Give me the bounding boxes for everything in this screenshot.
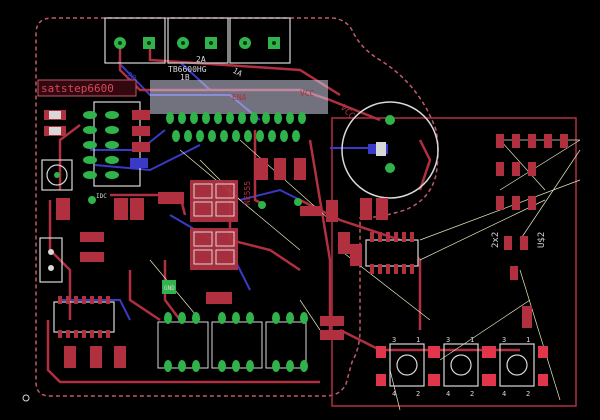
mounting-mark: [22, 394, 30, 402]
smd-resistors-left: [44, 110, 150, 168]
dimension-frame: [331, 117, 577, 407]
pin-label-1a: 1A: [231, 66, 244, 79]
slide-switch: [39, 237, 63, 283]
driver-part-value: TB6600HG: [168, 65, 207, 74]
b2-pin-2: 2: [470, 390, 474, 398]
dip-ic-left: [53, 296, 115, 338]
b3-pin-2: 2: [526, 390, 530, 398]
board-outline: [35, 17, 439, 397]
power-mosfets: [190, 180, 238, 270]
idc-header: [83, 101, 141, 187]
electrolytic-capacitor: [341, 101, 439, 199]
u2-label: U$2: [537, 232, 547, 248]
button-pin-labels: 3 1 4 2 3 1 4 2 3 1 4 2: [392, 336, 530, 398]
b3-pin-1: 1: [526, 336, 530, 344]
b3-pin-4: 4: [502, 390, 506, 398]
led-footprint: [41, 159, 73, 191]
net-label-gnd: GND: [164, 285, 175, 292]
b1-pin-1: 1: [416, 336, 420, 344]
idc-label: IDC: [96, 193, 107, 200]
tactile-buttons: [376, 343, 548, 387]
smd-array-right: [496, 134, 568, 328]
net-label-vcc: VCC: [300, 89, 315, 98]
driver-ic-pads: [166, 112, 306, 142]
pin-label-2a: 2A: [196, 55, 206, 64]
silkscreen-highlight: [150, 80, 328, 114]
b1-pin-4: 4: [392, 390, 396, 398]
motor-connector-block: [104, 17, 291, 64]
lower-pin-headers: [157, 312, 308, 372]
net-label-ena: ENA: [232, 93, 247, 102]
b2-pin-3: 3: [446, 336, 450, 344]
button-3: [486, 343, 548, 387]
b2-pin-4: 4: [446, 390, 450, 398]
b1-pin-2: 2: [416, 390, 420, 398]
b3-pin-3: 3: [502, 336, 506, 344]
timer-label: NE555: [243, 181, 252, 205]
pin-label-1b: 1B: [180, 73, 190, 82]
zx-label: 2x2: [491, 232, 501, 248]
b1-pin-3: 3: [392, 336, 396, 344]
vias: [88, 196, 302, 294]
b2-pin-1: 1: [470, 336, 474, 344]
board-name: satstep6600: [41, 82, 114, 95]
board-name-box: [37, 79, 137, 97]
soic-ic-right: [365, 232, 419, 274]
smd-components-middle: [56, 158, 388, 368]
